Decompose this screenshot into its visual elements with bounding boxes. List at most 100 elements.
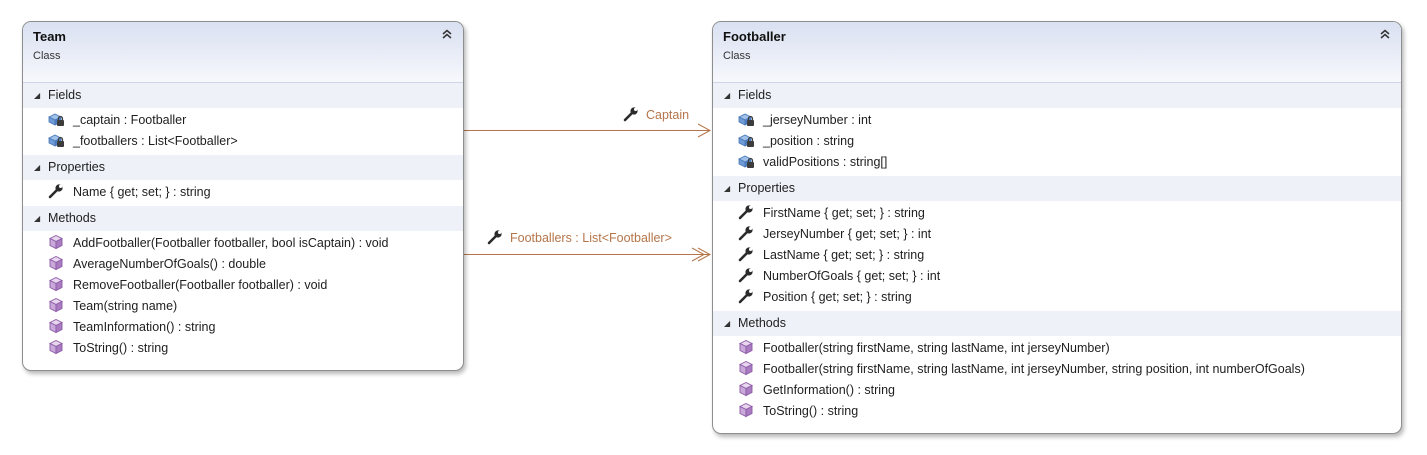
footballers-label-text: Footballers : List<Footballer> <box>510 231 672 245</box>
member-row[interactable]: NumberOfGoals { get; set; } : int <box>713 266 1401 287</box>
cube-icon <box>47 255 65 271</box>
member-row[interactable]: JerseyNumber { get; set; } : int <box>713 224 1401 245</box>
member-row[interactable]: _captain : Footballer <box>23 110 463 131</box>
wrench-icon <box>486 229 504 245</box>
class-name: Team <box>33 29 66 44</box>
field-lock-icon <box>737 111 755 127</box>
member-text: _position : string <box>763 134 855 148</box>
member-row[interactable]: _position : string <box>713 131 1401 152</box>
member-text: NumberOfGoals { get; set; } : int <box>763 269 941 283</box>
field-lock-icon <box>737 132 755 148</box>
class-header[interactable]: Footballer Class <box>713 22 1401 83</box>
collapse-chevron-icon[interactable] <box>1379 28 1391 40</box>
section-title: Properties <box>738 181 795 195</box>
wrench-icon <box>47 183 65 199</box>
member-text: _footballers : List<Footballer> <box>73 134 238 148</box>
member-list-fields: _jerseyNumber : int _position : string val… <box>713 108 1401 176</box>
section-header-methods[interactable]: ◢ Methods <box>23 206 463 231</box>
collapse-chevron-icon[interactable] <box>441 28 453 40</box>
member-row[interactable]: ToString() : string <box>23 338 463 359</box>
member-row[interactable]: validPositions : string[] <box>713 152 1401 173</box>
section-header-methods[interactable]: ◢Methods <box>713 311 1401 336</box>
field-lock-icon <box>47 111 65 127</box>
member-text: FirstName { get; set; } : string <box>763 206 925 220</box>
section-title: Fields <box>738 88 772 102</box>
wrench-icon <box>737 225 755 241</box>
expand-triangle-icon[interactable]: ◢ <box>34 163 41 172</box>
member-row[interactable]: FirstName { get; set; } : string <box>713 203 1401 224</box>
member-row[interactable]: TeamInformation() : string <box>23 317 463 338</box>
member-row[interactable]: Footballer(string firstName, string last… <box>713 359 1401 380</box>
expand-triangle-icon[interactable]: ◢ <box>724 91 731 100</box>
member-text: ToString() : string <box>73 341 169 355</box>
class-name: Footballer <box>723 29 786 44</box>
member-list-methods: Footballer(string firstName, string last… <box>713 336 1401 425</box>
footballers-association-label[interactable]: Footballers : List<Footballer> <box>486 229 672 246</box>
member-text: TeamInformation() : string <box>73 320 216 334</box>
team-class-shape[interactable]: Team Class ◢Fields_captain : Footballer_… <box>22 21 464 371</box>
member-row[interactable]: AddFootballer(Footballer footballer, boo… <box>23 233 463 254</box>
footballer-class-shape[interactable]: Footballer Class ◢ Fields _jerseyNumber : … <box>712 21 1402 434</box>
wrench-icon <box>737 204 755 220</box>
class-sections: ◢ Fields _captain : Footballer _footballers… <box>23 83 463 362</box>
section-header-properties[interactable]: ◢ Properties <box>713 176 1401 201</box>
member-text: LastName { get; set; } : string <box>763 248 925 262</box>
expand-triangle-icon[interactable]: ◢ <box>724 319 731 328</box>
member-text: GetInformation() : string <box>763 383 895 397</box>
wrench-icon <box>622 106 640 122</box>
member-row[interactable]: RemoveFootballer(Footballer footballer) … <box>23 275 463 296</box>
field-lock-icon <box>47 132 65 148</box>
section-header-properties[interactable]: ◢Properties <box>23 155 463 180</box>
captain-arrowhead <box>697 123 712 138</box>
wrench-icon <box>737 288 755 304</box>
member-text: ToString() : string <box>763 404 859 418</box>
member-row[interactable]: AverageNumberOfGoals() : double <box>23 254 463 275</box>
member-text: Position { get; set; } : string <box>763 290 912 304</box>
member-row[interactable]: Team(string name) <box>23 296 463 317</box>
member-text: Name { get; set; } : string <box>73 185 211 199</box>
class-kind: Class <box>33 50 61 62</box>
member-text: validPositions : string[] <box>763 155 888 169</box>
cube-icon <box>737 402 755 418</box>
member-row[interactable]: ToString() : string <box>713 401 1401 422</box>
member-row[interactable]: _jerseyNumber : int <box>713 110 1401 131</box>
member-text: JerseyNumber { get; set; } : int <box>763 227 932 241</box>
class-sections: ◢ Fields _jerseyNumber : int _position : st… <box>713 83 1401 425</box>
expand-triangle-icon[interactable]: ◢ <box>34 91 41 100</box>
member-row[interactable]: Name { get; set; } : string <box>23 182 463 203</box>
section-title: Fields <box>48 88 82 102</box>
member-text: Team(string name) <box>73 299 178 313</box>
member-row[interactable]: Footballer(string firstName, string last… <box>713 338 1401 359</box>
cube-icon <box>47 339 65 355</box>
captain-association-label[interactable]: Captain <box>622 106 689 123</box>
member-row[interactable]: _footballers : List<Footballer> <box>23 131 463 152</box>
footballers-arrowhead <box>697 247 712 262</box>
member-list-properties: Name { get; set; } : string <box>23 180 463 206</box>
section-title: Methods <box>48 211 96 225</box>
footballers-arrowhead-double <box>691 247 706 262</box>
cube-icon <box>47 234 65 250</box>
member-text: RemoveFootballer(Footballer footballer) … <box>73 278 328 292</box>
cube-icon <box>737 360 755 376</box>
member-text: Footballer(string firstName, string last… <box>763 341 1110 355</box>
cube-icon <box>47 318 65 334</box>
member-row[interactable]: Position { get; set; } : string <box>713 287 1401 308</box>
cube-icon <box>737 339 755 355</box>
expand-triangle-icon[interactable]: ◢ <box>724 184 731 193</box>
cube-icon <box>47 276 65 292</box>
member-row[interactable]: LastName { get; set; } : string <box>713 245 1401 266</box>
cube-icon <box>47 297 65 313</box>
section-header-fields[interactable]: ◢ Fields <box>713 83 1401 108</box>
member-list-fields: _captain : Footballer _footballers : List… <box>23 108 463 155</box>
expand-triangle-icon[interactable]: ◢ <box>34 214 41 223</box>
captain-label-text: Captain <box>646 108 690 122</box>
section-header-fields[interactable]: ◢ Fields <box>23 83 463 108</box>
member-row[interactable]: GetInformation() : string <box>713 380 1401 401</box>
cube-icon <box>737 381 755 397</box>
class-header[interactable]: Team Class <box>23 22 463 83</box>
field-lock-icon <box>737 153 755 169</box>
member-text: AddFootballer(Footballer footballer, boo… <box>73 236 389 250</box>
wrench-icon <box>737 267 755 283</box>
